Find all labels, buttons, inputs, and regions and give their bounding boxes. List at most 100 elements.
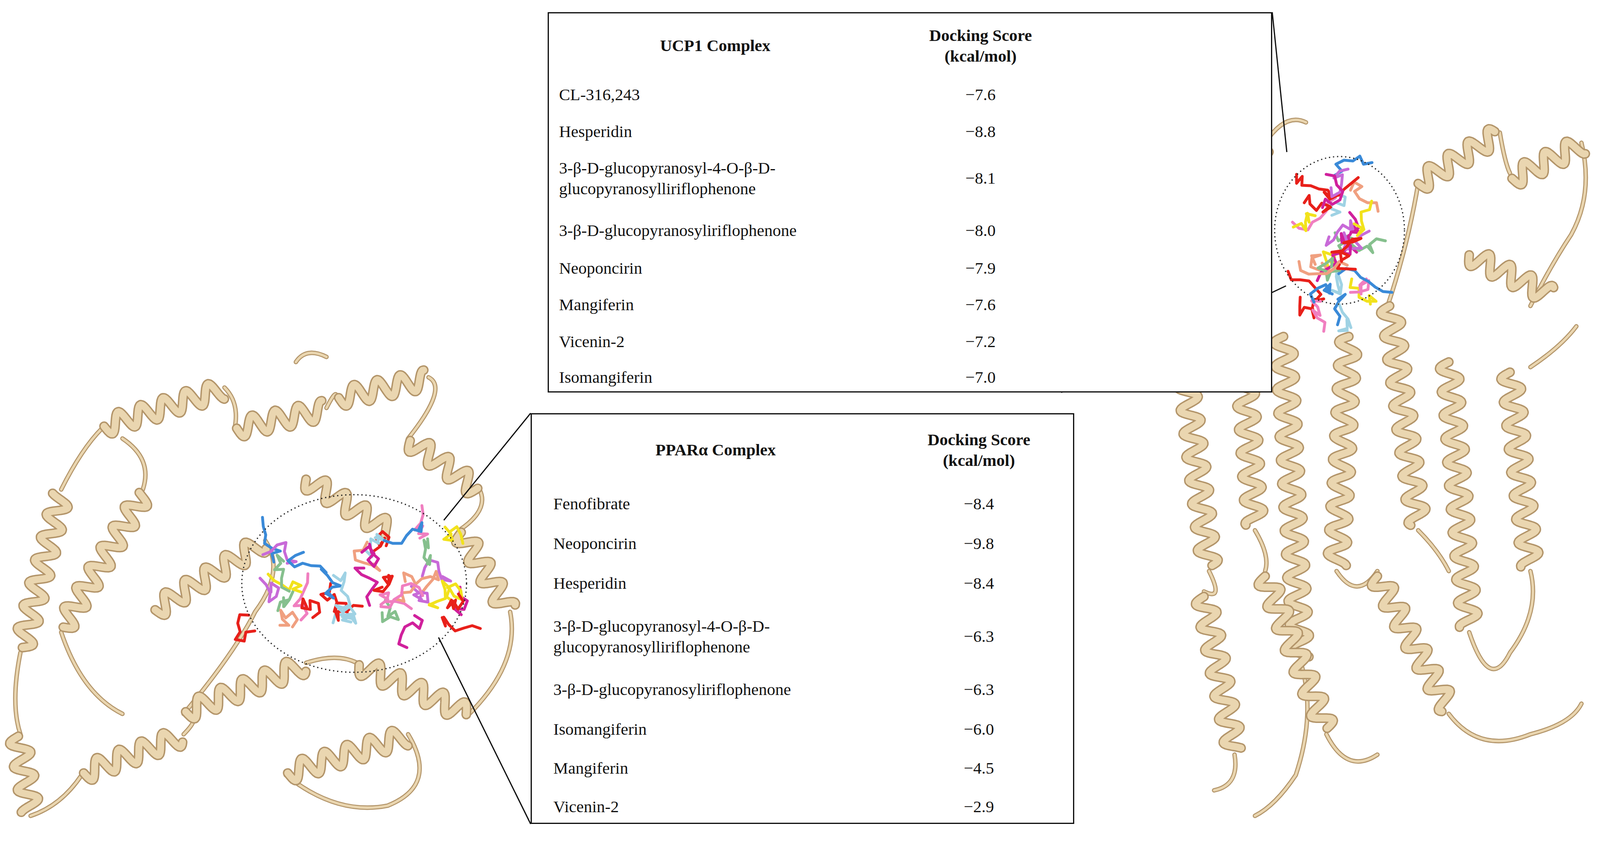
table-header: Docking Score (kcal/mol)	[903, 25, 1058, 67]
coil-ribbon	[1204, 571, 1216, 595]
helix-ribbon	[1501, 372, 1539, 568]
ligand-stick	[1310, 284, 1333, 303]
compound-cell: Isomangiferin	[553, 719, 960, 740]
helix-ribbon	[455, 532, 516, 606]
leader-line	[438, 637, 531, 825]
score-cell: −6.3	[901, 679, 1056, 701]
helix-ribbon	[236, 400, 323, 437]
coil-ribbon	[1254, 530, 1267, 572]
coil-ribbon	[1254, 663, 1308, 817]
ligand-stick	[321, 569, 341, 599]
ligand-stick	[1331, 169, 1349, 197]
coil-ribbon	[1499, 132, 1510, 174]
compound-cell: 3-β-D-glucopyranosyliriflophenone	[553, 679, 960, 701]
coil-outline	[1499, 132, 1510, 174]
coil-ribbon	[1326, 734, 1378, 762]
ligand-stick	[1293, 213, 1316, 231]
ligand-stick	[1340, 238, 1362, 262]
ligand-stick	[1304, 195, 1331, 213]
coil-ribbon	[122, 438, 146, 490]
coil-outline	[122, 438, 146, 490]
score-table: PPARα ComplexDocking Score (kcal/mol)Fen…	[530, 413, 1075, 825]
helix-ribbon	[305, 479, 388, 535]
coil-ribbon	[15, 653, 21, 735]
helix-ribbon	[1327, 336, 1358, 566]
helix-outline	[9, 736, 39, 813]
compound-cell: 3-β-D-glucopyranosyliriflophenone	[559, 220, 965, 241]
score-cell: −4.5	[901, 758, 1056, 779]
score-cell: −7.6	[903, 294, 1058, 316]
binding-site-circle	[1274, 156, 1405, 305]
coil-outline	[1204, 571, 1216, 595]
leader-line	[1272, 12, 1287, 153]
compound-cell: Mangiferin	[559, 294, 965, 316]
ligand-stick	[423, 539, 431, 565]
coil-ribbon	[1214, 754, 1236, 791]
compound-cell: Fenofibrate	[553, 493, 960, 515]
helix-outline	[104, 384, 225, 435]
coil-ribbon	[1387, 183, 1418, 307]
score-table: UCP1 Complex Docking Score (kcal/mol) CL-3…	[547, 12, 1273, 393]
score-cell: −7.0	[903, 367, 1058, 388]
helix-outline	[1195, 596, 1241, 749]
coil-ribbon	[295, 352, 327, 363]
helix-ribbon	[154, 542, 267, 616]
binding-site-circle	[241, 494, 467, 673]
ligand-stick	[1311, 301, 1325, 332]
helix-outline	[455, 532, 516, 606]
compound-cell: Vicenin-2	[553, 796, 960, 818]
helix-outline	[236, 400, 323, 437]
helix-outline	[1501, 372, 1539, 568]
score-cell: −8.1	[903, 167, 1058, 189]
helix-outline	[1439, 362, 1479, 628]
ligand-stick	[354, 542, 380, 571]
helix-ribbon	[1511, 141, 1586, 185]
helix-outline	[154, 542, 267, 616]
helix-ribbon	[408, 440, 478, 495]
ligand-stick	[235, 615, 255, 642]
ligand-stick	[374, 575, 393, 592]
helix-outline	[1258, 576, 1334, 729]
coil-outline	[61, 632, 123, 714]
helix-ribbon	[185, 662, 306, 720]
coil-outline	[15, 653, 21, 735]
ligand-stick	[429, 581, 449, 609]
helix-ribbon	[1439, 362, 1479, 628]
helix-outline	[305, 479, 388, 535]
helix-ribbon	[1195, 596, 1241, 749]
ligand-stick	[301, 599, 320, 618]
ligand-stick	[260, 578, 279, 603]
compound-cell: 3-β-D-glucopyranosyl-4-O-β-D- glucopyran…	[553, 616, 813, 659]
score-cell: −7.9	[903, 258, 1058, 279]
ligand-stick	[354, 568, 378, 606]
helix-ribbon	[104, 384, 225, 435]
ligand-stick	[1338, 268, 1392, 293]
helix-outline	[185, 662, 306, 720]
ligand-stick	[1354, 201, 1372, 236]
coil-ribbon	[306, 658, 358, 664]
coil-outline	[1530, 326, 1577, 368]
ligand-stick	[1322, 174, 1343, 208]
compound-cell: Mangiferin	[553, 758, 960, 779]
coil-outline	[1418, 530, 1449, 572]
helix-ribbon	[83, 733, 183, 781]
helix-outline	[338, 370, 424, 407]
coil-outline	[1254, 530, 1267, 572]
score-cell: −9.8	[901, 533, 1056, 555]
coil-outline	[61, 428, 103, 490]
ligand-stick	[1296, 174, 1333, 198]
coil-outline	[1387, 183, 1418, 307]
table-header: UCP1 Complex	[660, 35, 771, 56]
ligand-stick	[1350, 182, 1379, 212]
helix-ribbon	[287, 731, 408, 781]
coil-outline	[295, 352, 327, 363]
coil-outline	[306, 658, 358, 664]
score-cell: −8.4	[901, 493, 1056, 515]
compound-cell: CL-316,243	[559, 84, 965, 106]
ligand-stick	[415, 571, 439, 594]
compound-cell: Hesperidin	[559, 121, 965, 142]
helix-ribbon	[359, 663, 467, 716]
helix-outline	[63, 492, 148, 629]
helix-ribbon	[1371, 576, 1451, 712]
compound-cell: Hesperidin	[553, 573, 960, 594]
